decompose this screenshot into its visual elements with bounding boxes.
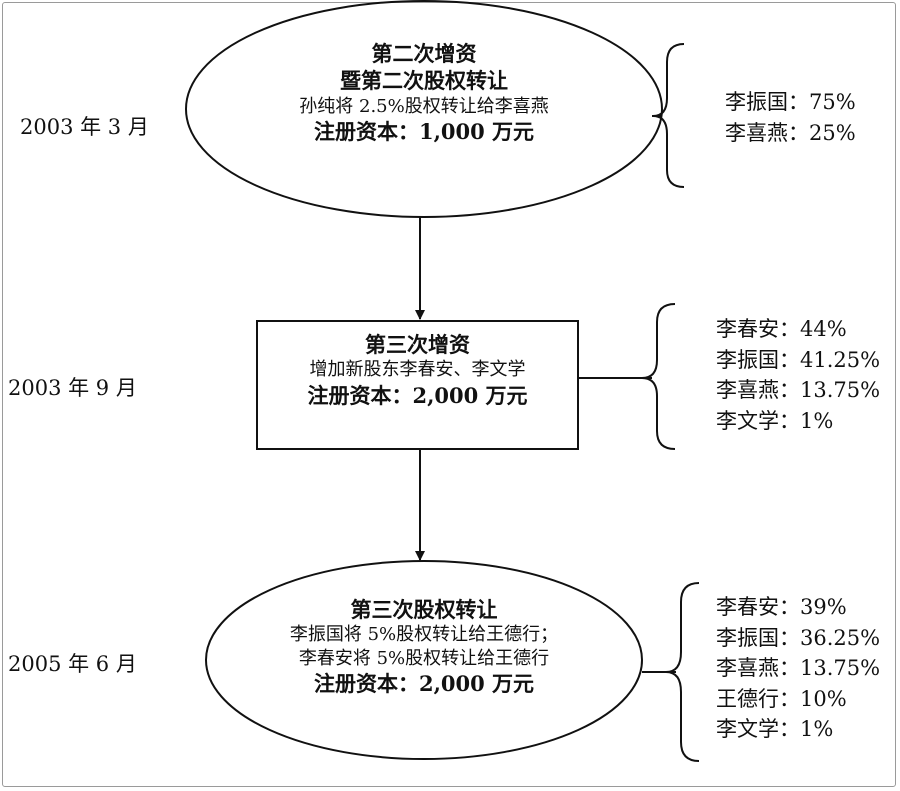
stage-2-title: 第三次增资 [365, 332, 470, 357]
bracket-stage-3 [665, 582, 700, 762]
stage-2-capital: 注册资本：2,000 万元 [307, 382, 528, 408]
stage-3-capital: 注册资本：2,000 万元 [313, 671, 535, 697]
shareholder-item: 李振国：41.25% [716, 347, 881, 372]
stage-1-label: 第二次增资 暨第二次股权转让 孙纯将 2.5%股权转让给李喜燕 注册资本：1,0… [244, 40, 604, 145]
shareholder-item: 李春安：44% [716, 317, 847, 341]
shareholder-item: 李喜燕：25% [725, 120, 856, 145]
shareholder-item: 李振国：75% [725, 90, 856, 114]
stage-1-subtitle: 暨第二次股权转让 [340, 68, 508, 94]
bracket-stage-1 [652, 43, 685, 188]
stage-3-detail-2: 李春安将 5%股权转让给王德行 [298, 647, 550, 669]
stage-2-date: 2003 年 9 月 [8, 376, 137, 400]
shareholder-item: 李春安：39% [716, 595, 847, 619]
stage-1-date: 2003 年 3 月 [20, 115, 149, 139]
shareholder-item: 李文学：1% [716, 408, 834, 433]
shareholder-item: 李文学：1% [716, 717, 834, 741]
stage-1-title: 第二次增资 [371, 41, 477, 66]
stage-3-shareholders: 李春安：39% 李振国：36.25% 李喜燕：13.75% 王德行：10% 李文… [716, 592, 880, 745]
shareholder-item: 王德行：10% [716, 686, 847, 711]
stage-1-ellipse [185, 0, 663, 218]
stage-2-box [256, 320, 579, 450]
stage-2-shareholders: 李春安：44% 李振国：41.25% 李喜燕：13.75% 李文学：1% [716, 314, 880, 436]
stage-3-detail-1: 李振国将 5%股权转让给王德行； [289, 624, 559, 646]
stage-2-label: 第三次增资 增加新股东李春安、李文学 注册资本：2,000 万元 [257, 331, 578, 409]
shareholder-item: 李振国：36.25% [716, 625, 881, 650]
stage-2-detail: 增加新股东李春安、李文学 [309, 359, 526, 381]
stage-3-title: 第三次股权转让 [350, 597, 498, 622]
shareholder-item: 李喜燕：13.75% [716, 378, 881, 402]
stage-3-label: 第三次股权转让 李振国将 5%股权转让给王德行； 李春安将 5%股权转让给王德行… [244, 596, 604, 697]
stage-1-detail: 孙纯将 2.5%股权转让给李喜燕 [299, 95, 549, 117]
stage-3-date: 2005 年 6 月 [8, 652, 137, 676]
stage-1-capital: 注册资本：1,000 万元 [313, 118, 535, 144]
shareholder-item: 李喜燕：13.75% [716, 656, 881, 680]
stage-3-ellipse [205, 560, 643, 760]
bracket-stage-2 [641, 303, 676, 450]
stage-1-shareholders: 李振国：75% 李喜燕：25% [725, 87, 856, 148]
